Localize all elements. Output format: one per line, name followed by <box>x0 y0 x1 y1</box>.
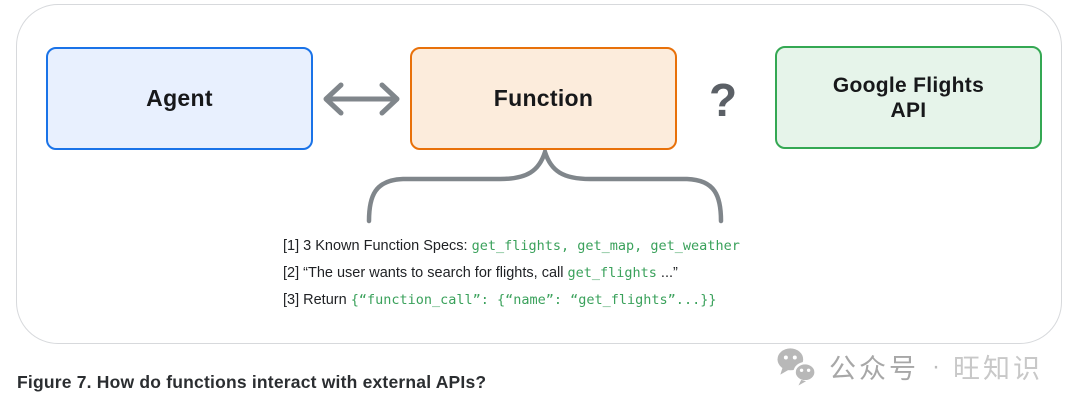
double-arrow-icon <box>323 82 400 116</box>
annotation-line-3: [3] Return {“function_call”: {“name”: “g… <box>283 287 740 314</box>
watermark-account-type: 公众号 <box>829 354 919 384</box>
annotation-2-code: get_flights <box>567 265 657 281</box>
annotation-2-text: [2] “The user wants to search for flight… <box>283 265 568 281</box>
google-flights-api-node: Google Flights API <box>775 46 1042 149</box>
annotation-line-1: [1] 3 Known Function Specs: get_flights,… <box>283 233 740 260</box>
question-mark: ? <box>708 74 738 126</box>
watermark-separator: · <box>932 352 940 380</box>
annotation-3-text: [3] Return <box>283 292 351 308</box>
annotation-2-suffix: ...” <box>656 265 678 281</box>
brace-icon <box>366 144 724 224</box>
function-node: Function <box>410 47 677 150</box>
annotation-1-code: get_flights, get_map, get_weather <box>471 238 740 254</box>
annotation-block: [1] 3 Known Function Specs: get_flights,… <box>283 233 740 314</box>
watermark-name: 旺知识 <box>953 354 1043 384</box>
annotation-1-text: [1] 3 Known Function Specs: <box>283 238 472 254</box>
annotation-line-2: [2] “The user wants to search for flight… <box>283 260 740 287</box>
agent-node-label: Agent <box>146 85 213 111</box>
agent-node: Agent <box>46 47 313 150</box>
annotation-3-code: {“function_call”: {“name”: “get_flights”… <box>350 292 717 308</box>
api-node-label-line2: API <box>890 98 927 122</box>
figure-caption: Figure 7. How do functions interact with… <box>17 372 487 392</box>
api-node-label-line1: Google Flights <box>832 73 985 97</box>
watermark: 公众号 · 旺知识 <box>776 347 1043 386</box>
wechat-icon <box>777 348 817 386</box>
function-node-label: Function <box>493 85 594 111</box>
